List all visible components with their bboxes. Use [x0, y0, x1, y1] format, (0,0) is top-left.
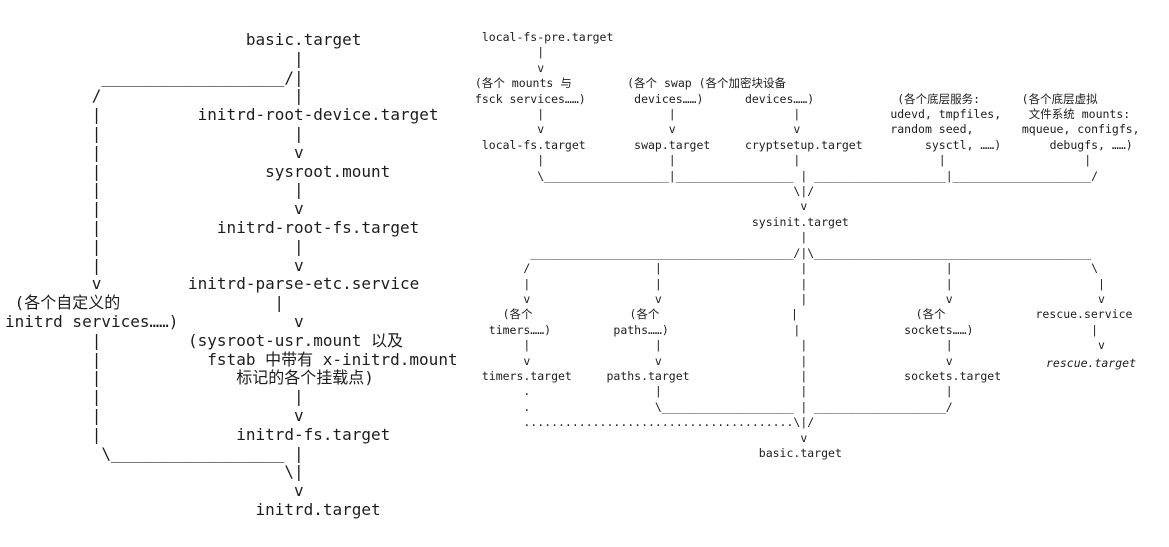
rescue-target-label: rescue.target [1046, 356, 1137, 370]
initrd-boot-flow-diagram: basic.target | ___________________/| / |… [5, 30, 458, 519]
system-boot-flow-diagram: local-fs-pre.target | v (各个 mounts 与 (各个… [474, 30, 1140, 460]
